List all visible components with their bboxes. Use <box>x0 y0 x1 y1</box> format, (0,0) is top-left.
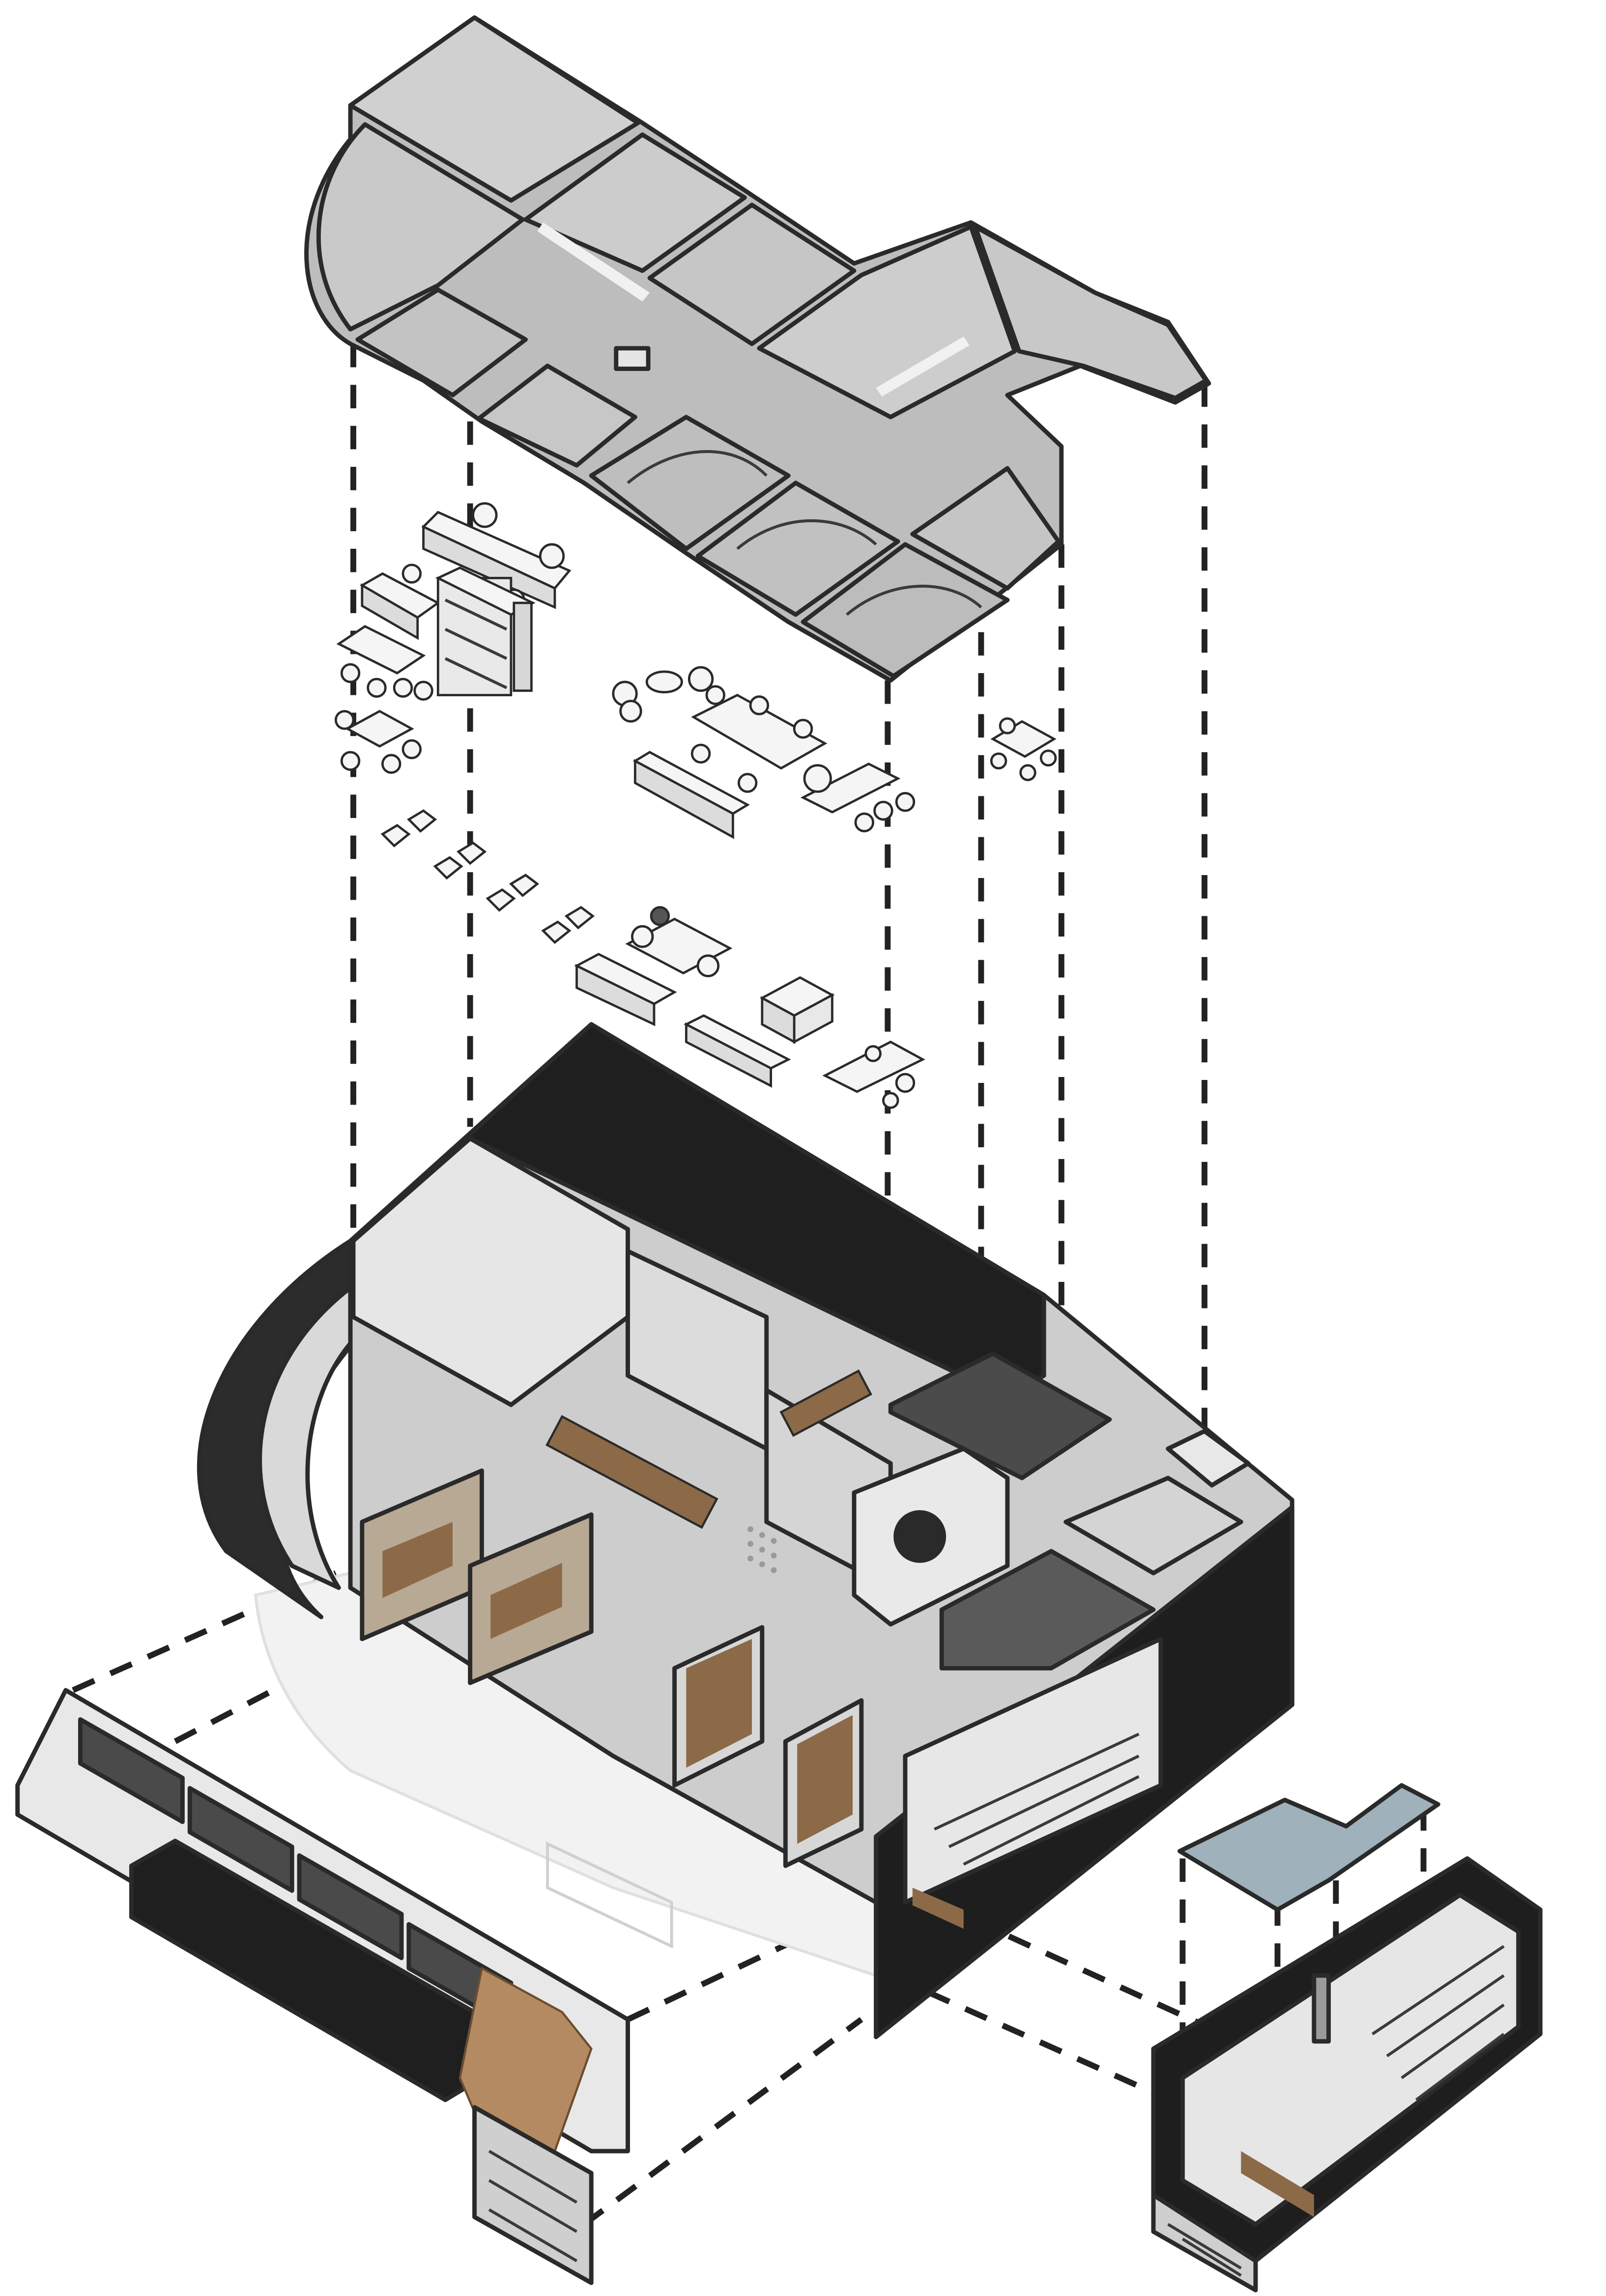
roof-panel <box>757 225 1017 420</box>
chair-icon <box>539 543 565 569</box>
chair-icon <box>749 695 770 715</box>
roof-slab <box>304 15 1211 683</box>
roof-panel <box>589 415 791 551</box>
chair-icon <box>381 754 402 774</box>
window-band <box>78 1717 185 1824</box>
lounge-chair <box>541 920 572 944</box>
plant-icon <box>650 906 670 926</box>
chair-icon <box>631 925 654 948</box>
roof-panel <box>523 132 747 273</box>
chair-icon <box>1039 749 1057 767</box>
chair-icon <box>340 751 361 771</box>
chair-icon <box>895 792 916 812</box>
lounge-chair <box>433 856 463 880</box>
window-band <box>297 1853 404 1960</box>
chair-icon <box>619 700 642 723</box>
lounge-chair <box>564 906 595 930</box>
furniture-lower <box>574 666 1057 1109</box>
roof-hatch <box>614 346 651 371</box>
lounge-chair <box>509 874 540 897</box>
chair-icon <box>690 743 711 764</box>
roof-panel <box>801 542 1010 679</box>
kitchen-room <box>888 1351 1112 1480</box>
lounge-chair <box>486 888 516 912</box>
roof-panel <box>973 225 1208 400</box>
round-window-icon <box>893 1510 946 1563</box>
stair-block <box>1151 1856 1543 2293</box>
chair-icon <box>873 800 893 821</box>
work-table <box>691 694 828 770</box>
chair-icon <box>334 710 355 730</box>
chair-icon <box>688 666 714 692</box>
lounge-chair <box>407 809 437 833</box>
lounge-chair <box>457 841 487 865</box>
chair-icon <box>1019 764 1036 781</box>
chair-icon <box>393 678 413 698</box>
chair-icon <box>402 739 422 760</box>
roof-panel <box>910 466 1061 591</box>
ghost-lower <box>546 1842 673 1949</box>
chair-icon <box>864 1045 882 1062</box>
chair-icon <box>990 752 1007 770</box>
roof-panel <box>355 287 528 397</box>
chair-icon <box>737 773 758 793</box>
roof-panel <box>316 122 525 332</box>
chair-icon <box>895 1073 916 1093</box>
stair-interior <box>1180 1893 1521 2227</box>
window-band <box>187 1786 294 1893</box>
facade-wall <box>15 1688 630 2285</box>
dining-table <box>336 624 426 675</box>
roof-panel <box>647 202 857 346</box>
chair-icon <box>472 502 498 528</box>
wood-bench <box>912 1888 964 1929</box>
dining-table <box>345 709 414 748</box>
chair-icon <box>999 717 1016 735</box>
furniture-upper <box>334 502 595 944</box>
wood-shelf <box>545 1415 718 1529</box>
roof-panel <box>695 481 900 617</box>
chair-icon <box>882 1092 899 1109</box>
roof-panel <box>348 15 640 203</box>
chair-icon <box>854 812 874 833</box>
chair-icon <box>367 678 387 698</box>
chair-icon <box>793 718 813 739</box>
meeting-table <box>800 763 901 814</box>
chair-icon <box>803 764 832 793</box>
roof-panel <box>477 364 637 468</box>
ghost-facade <box>254 1571 878 1978</box>
side-room <box>1166 1429 1251 1488</box>
round-table <box>645 670 683 694</box>
main-floor <box>197 1022 1294 2040</box>
column <box>1312 1973 1331 2044</box>
stair-roof <box>1177 1783 1440 1912</box>
wood-bench <box>1241 2151 1314 2217</box>
lounge-chair <box>380 823 411 848</box>
dark-room <box>939 1549 1156 1671</box>
stool-icon <box>402 564 422 584</box>
wood-shelf <box>779 1369 872 1437</box>
stool-icon <box>413 680 433 701</box>
chair-icon <box>340 663 361 683</box>
side-room <box>1063 1475 1243 1576</box>
chair-icon <box>705 685 725 705</box>
chair-icon <box>696 954 720 977</box>
perforated-panel <box>747 1526 777 1573</box>
